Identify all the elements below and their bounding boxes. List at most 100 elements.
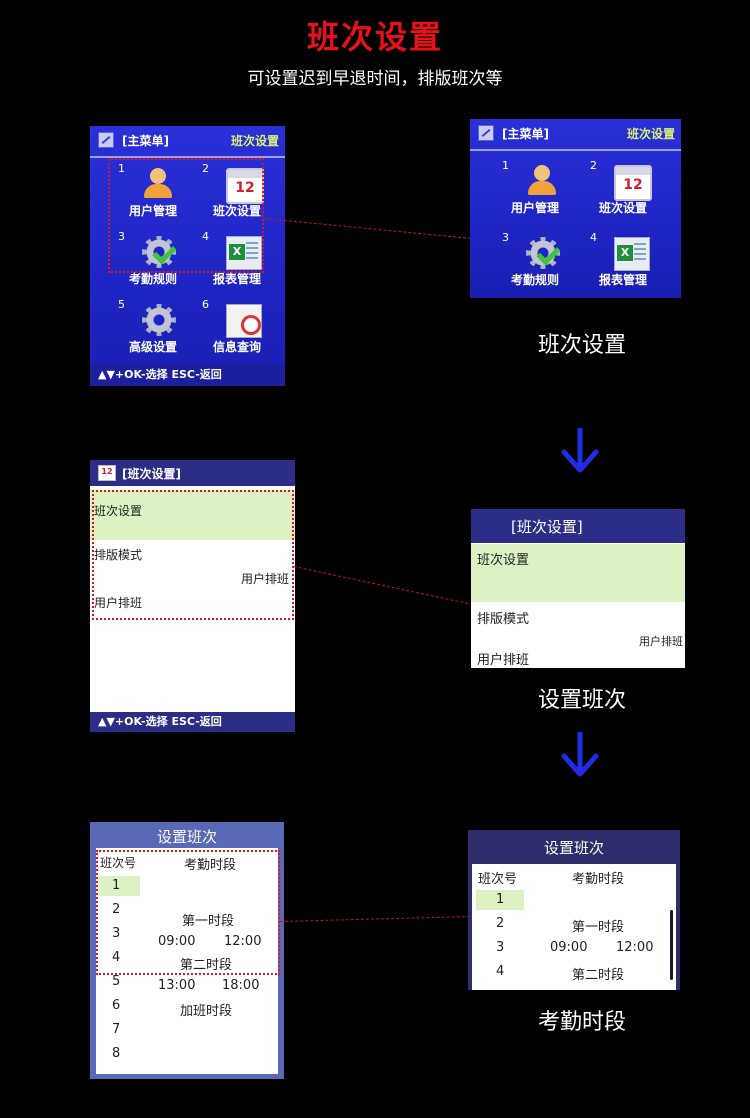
spreadsheet-icon: X [614, 237, 650, 271]
menu-item-number: 4 [202, 230, 209, 243]
gear-icon [142, 304, 176, 336]
period-screen-zoom: 设置班次 班次号 考勤时段 1 2 3 4 第一时段 09:00 12:00 第… [468, 830, 680, 990]
menu-item-label: 用户管理 [510, 201, 559, 215]
first-period-label: 第一时段 [572, 920, 625, 935]
menu-item-user-management[interactable]: 1 用户管理 [118, 162, 190, 224]
first-period-start[interactable]: 09:00 [550, 940, 588, 955]
second-period-start[interactable]: 13:00 [158, 978, 196, 993]
menu-icon [478, 125, 494, 141]
shift-number-1[interactable]: 1 [112, 878, 121, 893]
shift-number-8[interactable]: 8 [112, 1046, 121, 1061]
shift-number-5[interactable]: 5 [112, 974, 121, 989]
menu-item-number: 6 [202, 298, 209, 311]
period-screen-title: 设置班次 [543, 839, 604, 857]
second-period-end[interactable]: 18:00 [222, 978, 260, 993]
menu-item-advanced-settings[interactable]: 5 高级设置 [118, 298, 190, 360]
menu-icon [98, 132, 114, 148]
main-menu-screen-small: [主菜单] 班次设置 1 用户管理 2 12 班次设置 3 考勤规则 4 X 报… [90, 126, 285, 386]
step-caption: 设置班次 [537, 688, 626, 713]
page-title: 班次设置 [306, 18, 443, 56]
overtime-period-label: 加班时段 [180, 1004, 233, 1019]
leader-line [280, 915, 475, 922]
menu-header-title: [主菜单] [502, 126, 549, 141]
shift-menu-screen-zoom: [班次设置] 班次设置 排版模式 用户排班 用户排班 [471, 509, 685, 668]
row-user-schedule[interactable]: 用户排班 [94, 596, 143, 610]
shift-number-6[interactable]: 6 [112, 998, 121, 1013]
first-period-end[interactable]: 12:00 [616, 940, 654, 955]
menu-divider [470, 149, 681, 151]
menu-item-number: 5 [118, 298, 125, 311]
menu-item-number: 2 [590, 159, 597, 172]
menu-item-label: 高级设置 [128, 340, 177, 354]
menu-item-info-query[interactable]: 6 信息查询 [202, 298, 274, 360]
period-screen-small: 设置班次 班次号 考勤时段 1 2 3 4 5 6 7 8 第一时段 09:00… [90, 822, 284, 1079]
menu-item-number: 1 [118, 162, 125, 175]
menu-item-shift-settings[interactable]: 2 12 班次设置 [590, 159, 662, 221]
shift-number-2[interactable]: 2 [496, 916, 505, 931]
page-subtitle: 可设置迟到早退时间，排版班次等 [247, 69, 503, 89]
leader-line [263, 218, 472, 239]
menu-item-shift-settings[interactable]: 2 12 班次设置 [202, 162, 274, 224]
menu-item-number: 3 [502, 231, 509, 244]
row-schedule-mode-value: 用户排班 [240, 572, 289, 586]
shift-number-4[interactable]: 4 [496, 964, 505, 979]
arrow-down-icon [561, 428, 599, 473]
list-footer-hint: ▲▼+OK-选择 ESC-返回 [90, 712, 295, 732]
menu-header-current: 班次设置 [626, 126, 675, 141]
column-header-period: 考勤时段 [572, 872, 625, 887]
menu-item-label: 报表管理 [598, 273, 647, 287]
shift-menu-screen-small: [班次设置] 班次设置 排版模式 用户排班 用户排班 ▲▼+OK-选择 ESC-… [90, 460, 295, 732]
first-period-end[interactable]: 12:00 [224, 934, 262, 949]
menu-item-number: 1 [502, 159, 509, 172]
scrollbar[interactable] [670, 910, 673, 980]
period-screen-title: 设置班次 [156, 828, 217, 846]
shift-number-3[interactable]: 3 [496, 940, 505, 955]
menu-divider [90, 156, 285, 158]
menu-item-number: 3 [118, 230, 125, 243]
calendar-icon [98, 465, 116, 481]
menu-item-report-management[interactable]: 4 X 报表管理 [202, 230, 274, 292]
spreadsheet-icon: X [226, 236, 262, 270]
step-caption: 考勤时段 [537, 1010, 626, 1035]
row-shift-settings[interactable]: 班次设置 [94, 504, 143, 518]
shift-number-7[interactable]: 7 [112, 1022, 121, 1037]
period-list: 班次号 考勤时段 1 2 3 4 第一时段 09:00 12:00 第二时段 [472, 864, 676, 990]
row-shift-settings[interactable]: 班次设置 [477, 553, 530, 568]
leader-line [293, 566, 469, 604]
selected-row-highlight [90, 490, 295, 540]
row-user-schedule[interactable]: 用户排班 [477, 653, 530, 668]
menu-item-label: 班次设置 [212, 204, 261, 218]
menu-item-label: 报表管理 [212, 272, 261, 286]
arrow-down-icon [561, 732, 599, 777]
menu-item-label: 用户管理 [128, 204, 177, 218]
shift-number-1[interactable]: 1 [496, 892, 505, 907]
shift-number-4[interactable]: 4 [112, 950, 121, 965]
column-header-period: 考勤时段 [184, 858, 237, 873]
users-icon [526, 165, 560, 197]
gear-check-icon [142, 236, 176, 268]
period-list: 班次号 考勤时段 1 2 3 4 5 6 7 8 第一时段 09:00 12:0… [96, 848, 278, 1074]
menu-item-attendance-rules[interactable]: 3 考勤规则 [502, 231, 574, 293]
shift-number-2[interactable]: 2 [112, 902, 121, 917]
menu-header: [主菜单] 班次设置 [90, 126, 285, 154]
highlight-box [96, 850, 280, 975]
menu-item-attendance-rules[interactable]: 3 考勤规则 [118, 230, 190, 292]
calendar-icon: 12 [226, 168, 264, 204]
main-menu-screen-zoom: [主菜单] 班次设置 1 用户管理 2 12 班次设置 3 考勤规则 4 X 报… [470, 119, 681, 298]
shift-number-3[interactable]: 3 [112, 926, 121, 941]
menu-item-number: 4 [590, 231, 597, 244]
list-header-title: [班次设置] [511, 517, 583, 536]
row-schedule-mode-label[interactable]: 排版模式 [477, 612, 530, 627]
first-period-start[interactable]: 09:00 [158, 934, 196, 949]
row-schedule-mode-value: 用户排班 [639, 635, 683, 648]
selected-row-highlight [471, 544, 685, 602]
selected-row-highlight [476, 890, 524, 910]
menu-header-title: [主菜单] [122, 133, 169, 148]
list-header: [班次设置] [471, 509, 685, 543]
menu-item-report-management[interactable]: 4 X 报表管理 [590, 231, 662, 293]
row-schedule-mode-label[interactable]: 排版模式 [94, 548, 143, 562]
menu-item-user-management[interactable]: 1 用户管理 [502, 159, 574, 221]
gear-check-icon [526, 237, 560, 269]
second-period-label: 第二时段 [572, 968, 625, 983]
step-caption: 班次设置 [537, 333, 626, 358]
